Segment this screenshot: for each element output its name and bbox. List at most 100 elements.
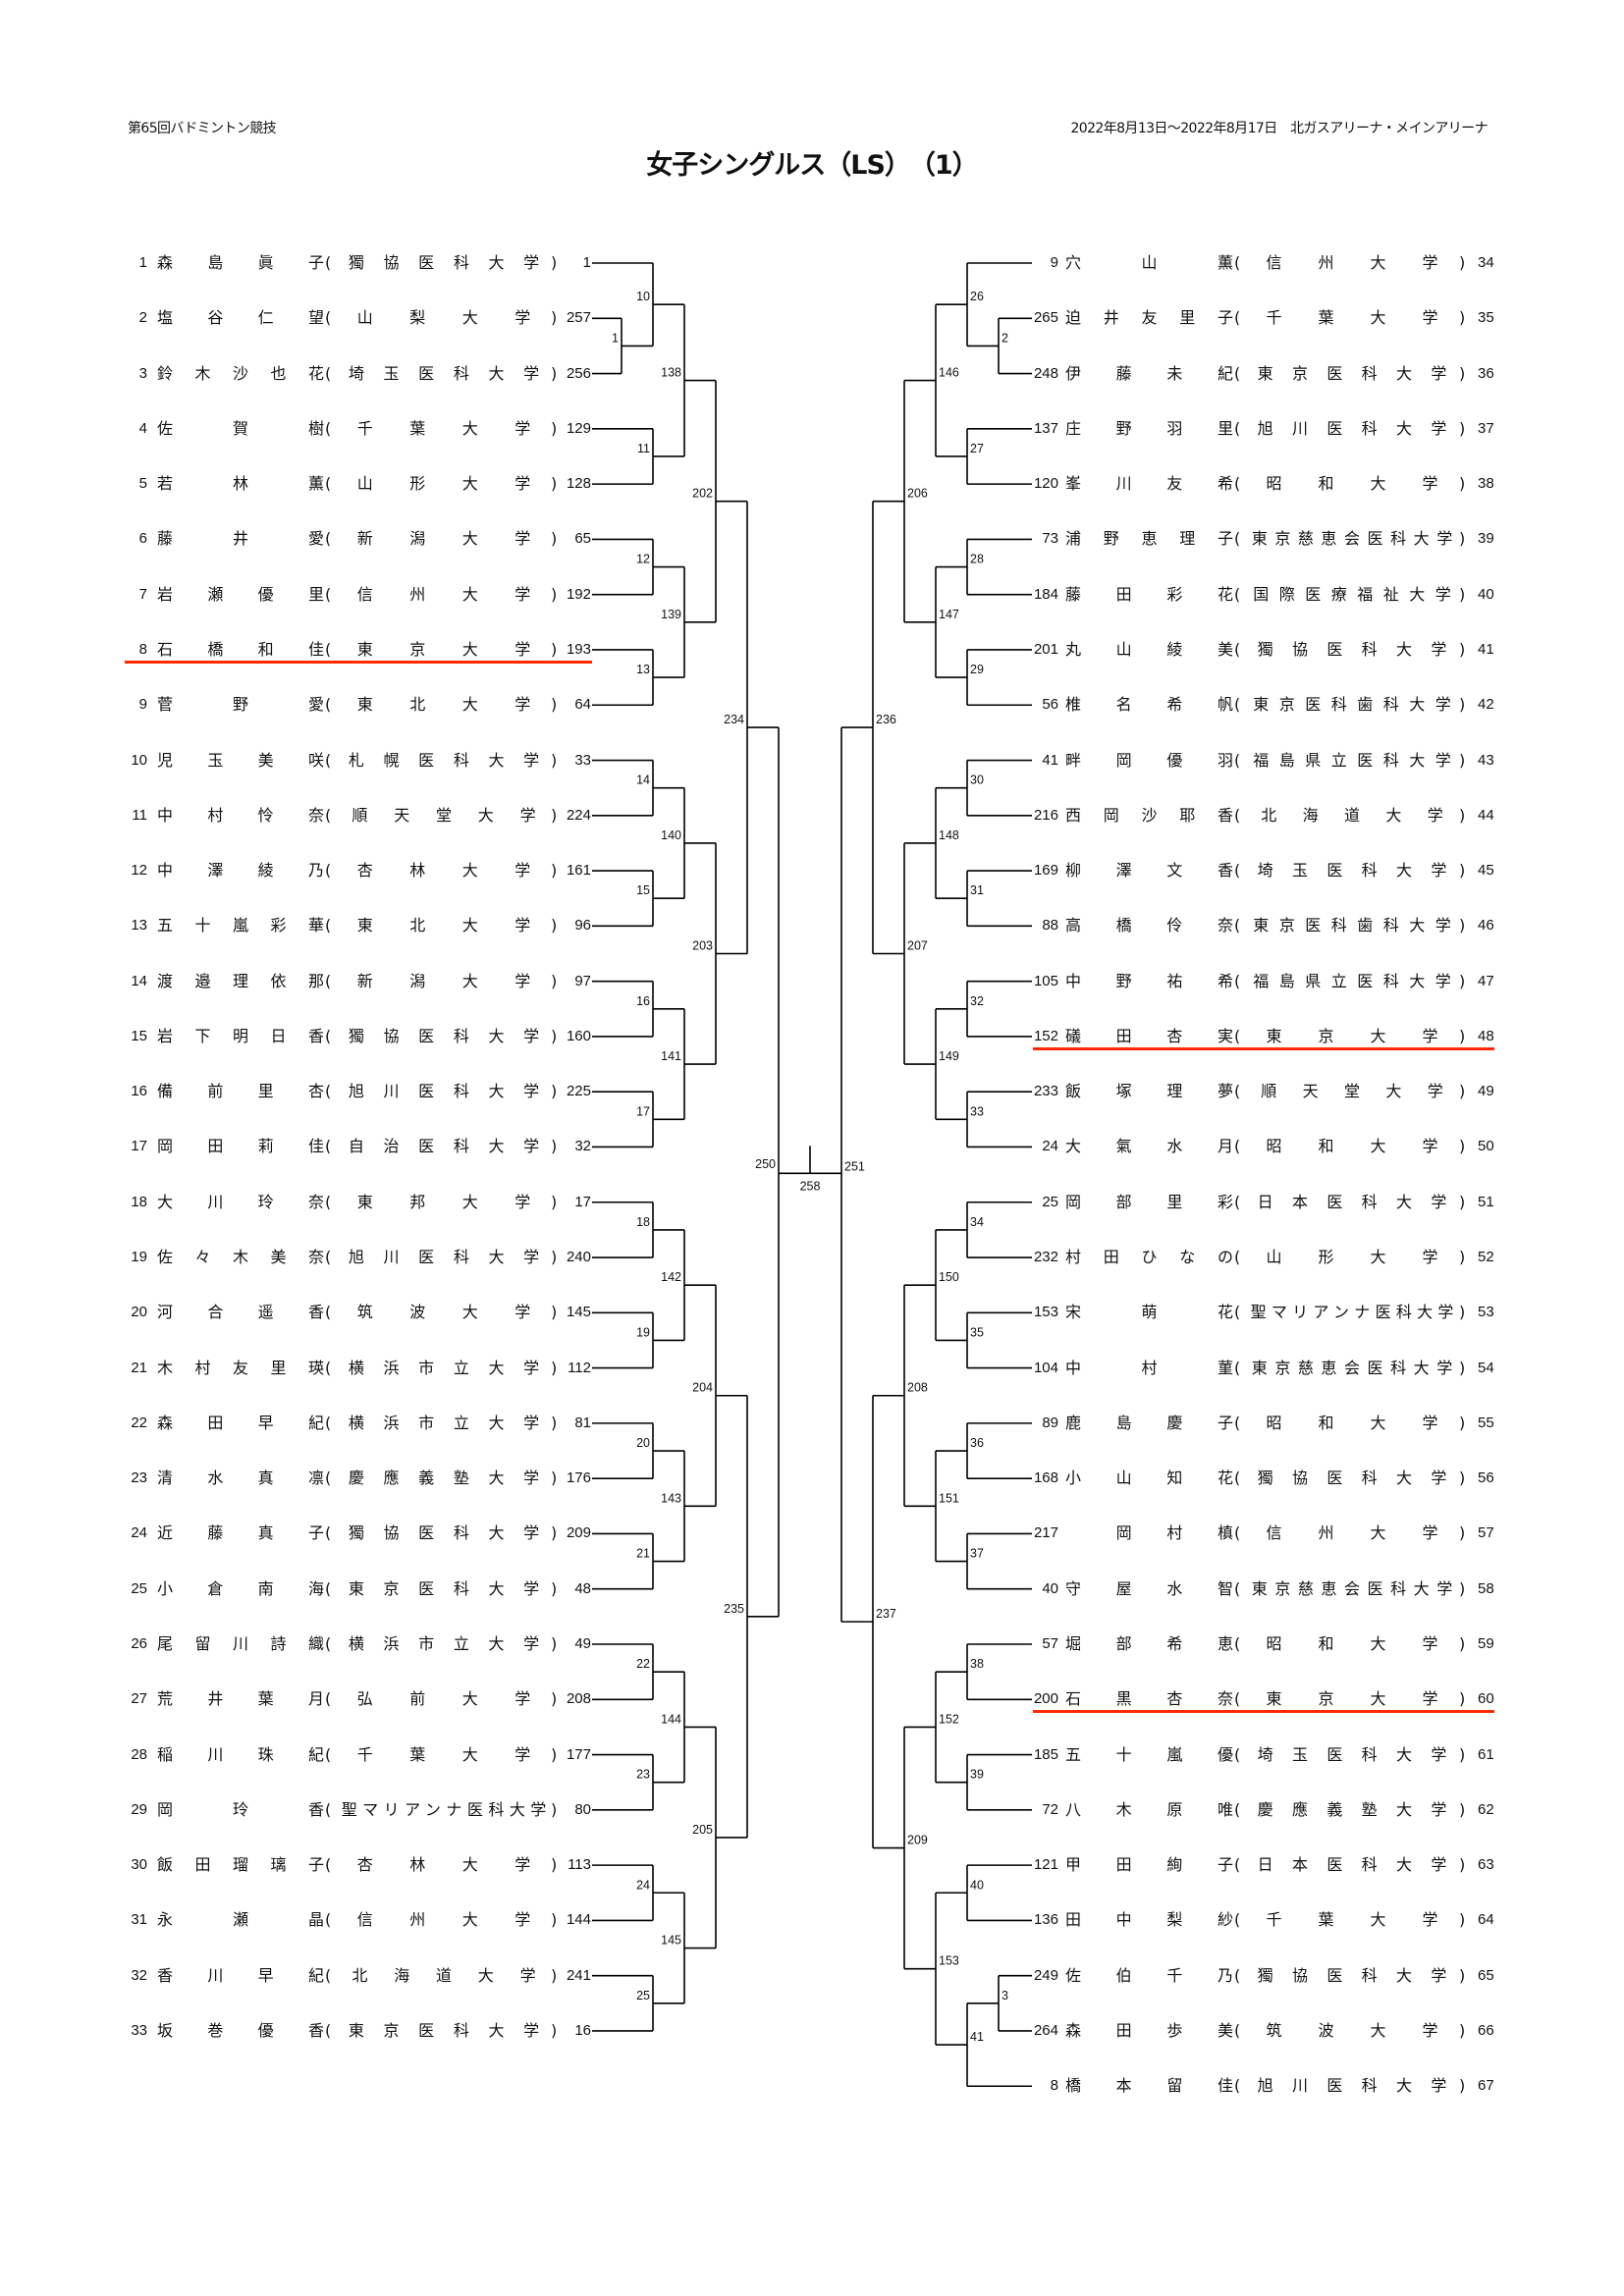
school-name: 東京大学 — [1266, 1689, 1438, 1709]
match-number: 140 — [661, 828, 681, 842]
paren-open: ( — [1234, 529, 1241, 549]
draw-number: 192 — [566, 585, 591, 603]
player-name: 椎名希帆 — [1065, 695, 1233, 715]
seed-number: 17 — [131, 1138, 147, 1155]
draw-number: 35 — [1478, 309, 1494, 327]
paren-open: ( — [325, 916, 332, 935]
paren-close: ) — [1459, 1744, 1466, 1764]
paren-close: ) — [551, 1137, 558, 1156]
paren-close: ) — [551, 1468, 558, 1488]
match-number: 147 — [939, 608, 959, 621]
player-name: 菅野愛 — [157, 695, 324, 715]
school-name: 埼玉医科大学 — [348, 363, 540, 383]
match-number: 258 — [800, 1179, 821, 1193]
paren-open: ( — [325, 253, 332, 272]
player-name: 藤田彩花 — [1065, 584, 1233, 604]
school-name: 福島県立医科大学 — [1253, 750, 1451, 770]
player-name: 堀部希恵 — [1065, 1634, 1233, 1653]
paren-open: ( — [325, 474, 332, 494]
seed-number: 169 — [1033, 862, 1058, 880]
school-name: 千葉大学 — [356, 1744, 531, 1764]
seed-number: 27 — [131, 1690, 147, 1708]
seed-number: 33 — [131, 2021, 147, 2039]
match-number: 26 — [970, 290, 984, 303]
paren-open: ( — [1234, 584, 1241, 604]
paren-close: ) — [1459, 1192, 1466, 1211]
school-name: 東京大学 — [356, 639, 531, 659]
draw-number: 49 — [1478, 1083, 1494, 1100]
player-name: 岩下明日香 — [157, 1026, 324, 1045]
paren-close: ) — [1459, 529, 1466, 549]
seed-number: 14 — [131, 972, 147, 989]
match-number: 148 — [939, 828, 959, 842]
match-number: 205 — [692, 1823, 713, 1837]
paren-close: ) — [1459, 1082, 1466, 1101]
paren-close: ) — [1459, 639, 1466, 659]
paren-close: ) — [551, 253, 558, 272]
player-name: 峯川友希 — [1065, 474, 1233, 494]
player-name: 岡田莉佳 — [157, 1137, 324, 1156]
seed-number: 217 — [1033, 1524, 1058, 1542]
school-name: 旭川医科大学 — [1257, 418, 1447, 438]
paren-close: ) — [551, 1744, 558, 1764]
school-name: 杏林大学 — [356, 861, 531, 881]
player-name: 中野祐希 — [1065, 971, 1233, 990]
school-name: 日本医科大学 — [1257, 1855, 1447, 1875]
player-name: 森田早紀 — [157, 1413, 324, 1432]
paren-open: ( — [1234, 750, 1241, 770]
paren-open: ( — [1234, 1413, 1241, 1432]
draw-number: 41 — [1478, 640, 1494, 658]
player-name: 迫井友里子 — [1065, 308, 1233, 328]
school-name: 獨協医科大学 — [1257, 639, 1447, 659]
player-name: 礒田杏実 — [1065, 1026, 1233, 1045]
seed-number: 20 — [131, 1304, 147, 1321]
paren-open: ( — [325, 418, 332, 438]
paren-open: ( — [1234, 1137, 1241, 1156]
draw-number: 225 — [566, 1083, 591, 1100]
seed-number: 56 — [1042, 696, 1058, 714]
match-number: 34 — [970, 1215, 984, 1229]
draw-number: 144 — [566, 1911, 591, 1929]
draw-number: 257 — [566, 309, 591, 327]
match-number: 236 — [876, 713, 896, 726]
player-name: 穴山薫 — [1065, 253, 1233, 272]
paren-open: ( — [1234, 1689, 1241, 1709]
school-name: 昭和大学 — [1266, 1413, 1438, 1432]
draw-number: 34 — [1478, 254, 1494, 271]
paren-close: ) — [551, 1799, 558, 1819]
match-number: 22 — [636, 1657, 650, 1671]
seed-number: 25 — [1042, 1193, 1058, 1210]
match-number: 209 — [907, 1834, 928, 1847]
player-name: 鹿島慶子 — [1065, 1413, 1233, 1432]
match-number: 141 — [661, 1049, 681, 1063]
paren-close: ) — [1459, 695, 1466, 715]
match-number: 150 — [939, 1270, 959, 1284]
draw-number: 55 — [1478, 1414, 1494, 1431]
draw-number: 63 — [1478, 1856, 1494, 1874]
school-name: 旭川医科大学 — [348, 1248, 540, 1267]
player-name: 八木原唯 — [1065, 1799, 1233, 1819]
school-name: 東京医科大学 — [1257, 363, 1447, 383]
paren-close: ) — [1459, 1468, 1466, 1488]
school-name: 聖マリアンナ医科大学 — [341, 1799, 547, 1819]
school-name: 山形大学 — [356, 474, 531, 494]
paren-open: ( — [1234, 1192, 1241, 1211]
seed-number: 152 — [1033, 1027, 1058, 1044]
paren-close: ) — [1459, 2020, 1466, 2040]
paren-close: ) — [1459, 750, 1466, 770]
paren-close: ) — [551, 529, 558, 549]
